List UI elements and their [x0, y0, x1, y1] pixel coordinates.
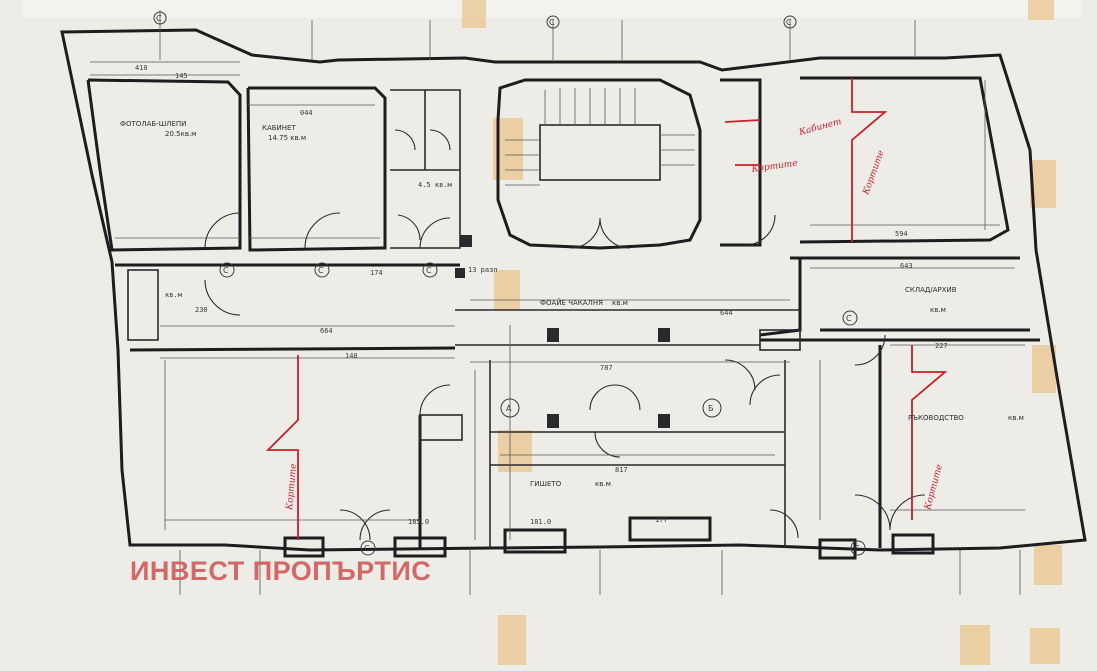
- wc-area-label: 4.5 кв.м: [418, 181, 453, 189]
- axis-letter: С: [364, 544, 370, 553]
- mid-wall: [129, 346, 456, 352]
- dim-label: 664: [320, 327, 333, 335]
- room-label: РЪКОВОДСТВО: [908, 414, 964, 422]
- dim-label: 185.0: [408, 518, 429, 526]
- room-label: СКЛАД/АРХИВ: [905, 286, 957, 294]
- tape-mark: [1030, 628, 1060, 664]
- column: [759, 329, 801, 351]
- pillar: [455, 268, 465, 278]
- room-label: КАБИНЕТ: [262, 124, 296, 132]
- axis-letter: С: [426, 266, 432, 275]
- room-area: кв.м: [1008, 414, 1024, 422]
- dim-label: 177: [655, 516, 668, 524]
- axis-letter: С: [156, 14, 162, 23]
- dimension-lines: [90, 61, 1025, 540]
- room-area: кв.м: [612, 299, 628, 307]
- column: [419, 414, 463, 441]
- axis-letter: С: [549, 18, 555, 27]
- entrance-block: [393, 536, 447, 558]
- pillar: [547, 328, 559, 342]
- pillar: [460, 235, 472, 247]
- dim-label: 644: [720, 309, 733, 317]
- tape-mark: [462, 0, 486, 28]
- hall-area-label: кв.м: [165, 291, 183, 299]
- red-markings: [265, 78, 948, 540]
- room-label: ФОТОЛАБ-ШЛЕПИ: [120, 120, 186, 128]
- tape-mark: [960, 625, 990, 665]
- axis-letter: Б: [708, 404, 714, 413]
- room-label: ГИШЕТО: [530, 480, 562, 488]
- axis-letter: А: [506, 404, 512, 413]
- dim-label: 643: [900, 262, 913, 270]
- dim-label: 410: [135, 64, 148, 72]
- room-wall: [86, 78, 242, 252]
- axis-letter: С: [223, 266, 229, 275]
- room-area: кв.м: [930, 306, 946, 314]
- pillar: [658, 414, 670, 428]
- dim-label: 817: [615, 466, 628, 474]
- staircase-core: [496, 78, 702, 250]
- room-area: 14.75 кв.м: [268, 134, 306, 142]
- tape-mark: [498, 615, 526, 665]
- watermark-text: ИНВЕСТ ПРОПЪРТИС: [130, 556, 431, 586]
- handwritten-note: Кортите: [285, 463, 299, 511]
- entrance-block: [503, 528, 567, 554]
- tape-mark: [1028, 0, 1054, 20]
- room-area: 20.5кв.м: [165, 130, 196, 138]
- column: [127, 269, 159, 341]
- dim-label: 145: [175, 72, 188, 80]
- tape-mark: [1034, 545, 1062, 585]
- axis-markers: [159, 10, 1021, 595]
- paper-strip: [22, 0, 1082, 18]
- entrance-block: [628, 516, 712, 542]
- axis-letter: С: [318, 266, 324, 275]
- dim-label: 227: [935, 342, 948, 350]
- room-wall: [720, 78, 762, 247]
- entrance-block: [891, 533, 935, 555]
- axis-letter: С: [854, 544, 860, 553]
- stair-steps: [505, 88, 695, 186]
- axis-letter: С: [846, 314, 852, 323]
- dim-label: 148: [345, 352, 358, 360]
- axis-bubbles: [153, 11, 866, 556]
- stair-label: 13 разп: [468, 266, 498, 274]
- dim-label: 181.0: [530, 518, 551, 526]
- axis-letter: С: [786, 18, 792, 27]
- dim-label: 787: [600, 364, 613, 372]
- room-wall: [799, 76, 1010, 244]
- door-swings: [204, 129, 926, 541]
- outer-wall: [60, 28, 1087, 552]
- room-label: ФОАЙЕ ЧАКАЛНЯ: [540, 298, 603, 307]
- tape-mark: [494, 270, 520, 310]
- dim-label: 230: [195, 306, 208, 314]
- dim-label: 044: [300, 109, 313, 117]
- pillar: [547, 414, 559, 428]
- dim-label: 174: [370, 269, 383, 277]
- entrance-block: [283, 536, 325, 558]
- entrance-block: [818, 538, 857, 560]
- pillar: [658, 328, 670, 342]
- stair-well: [539, 124, 661, 181]
- room-area: кв.м: [595, 480, 611, 488]
- dim-label: 594: [895, 230, 908, 238]
- room-wall: [246, 86, 387, 252]
